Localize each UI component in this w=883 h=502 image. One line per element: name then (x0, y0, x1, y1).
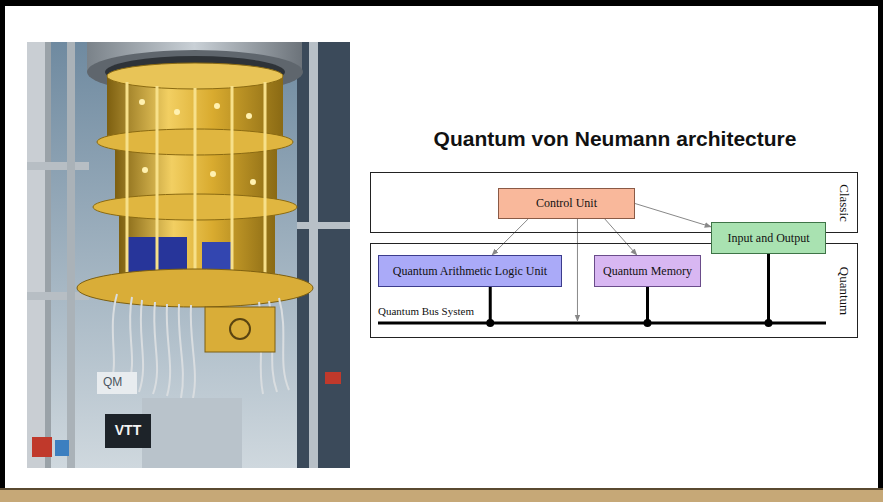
connector-dot (139, 99, 145, 105)
connector-dot (214, 103, 220, 109)
logo-ring (230, 319, 250, 339)
control-arrow (492, 219, 528, 255)
box-label: Quantum Memory (603, 264, 692, 279)
connector-dot (174, 109, 180, 115)
slide-title: Quantum von Neumann architecture (380, 127, 850, 151)
gold-rod (194, 88, 197, 294)
background-wall (297, 42, 350, 468)
cables (111, 294, 289, 398)
lab-light (325, 372, 341, 384)
cable (179, 304, 183, 398)
alu-box: Quantum Arithmetic Logic Unit (378, 255, 562, 287)
bus-label: Quantum Bus System (378, 305, 474, 317)
box-label: Input and Output (728, 231, 810, 246)
frame-bar (27, 292, 89, 300)
frame-bar (297, 222, 350, 229)
gold-box (205, 307, 275, 352)
box-label: Control Unit (536, 196, 597, 211)
band-label: Classic (836, 184, 852, 222)
frame-bar (309, 42, 318, 468)
quantum-computer-photo (27, 42, 350, 468)
vtt-board (105, 414, 151, 448)
frame-bar (27, 42, 45, 468)
connector-dot (142, 167, 148, 173)
connector-dot (250, 179, 256, 185)
frame-bar (27, 162, 89, 170)
band-label: Quantum (836, 266, 852, 314)
stand (142, 398, 242, 468)
gold-connectors (139, 99, 256, 185)
sign-text: QM (101, 375, 124, 389)
cable (153, 302, 157, 394)
cable (167, 304, 170, 396)
control-arrow (635, 204, 711, 227)
gold-rod (126, 82, 129, 287)
gold-rod (156, 86, 159, 292)
bus-junction (486, 319, 494, 327)
frame-bar (45, 42, 51, 468)
connector-dot (210, 171, 216, 177)
photo-background (27, 42, 350, 468)
lab-item (55, 440, 69, 456)
control-arrow (605, 219, 637, 255)
memory-box: Quantum Memory (594, 255, 701, 287)
control-arrow (577, 219, 578, 321)
bus-junction (765, 319, 773, 327)
gold-plate (107, 63, 283, 89)
sign-text: VTT (105, 422, 151, 438)
gold-rod (264, 82, 267, 287)
cable (191, 305, 195, 398)
frame-bar (67, 42, 75, 468)
cable (139, 300, 143, 392)
quantum-band: QuantumQuantum Arithmetic Logic UnitQuan… (370, 243, 858, 338)
gold-rods (127, 82, 265, 294)
box-label: Quantum Arithmetic Logic Unit (393, 264, 547, 279)
footer-strip (0, 490, 883, 502)
cable (111, 294, 117, 382)
io-box: Input and Output (711, 222, 826, 254)
bus-line (378, 322, 490, 325)
qm-board (97, 372, 137, 394)
bus-connector (490, 287, 647, 323)
bus-line (769, 322, 827, 325)
control-unit-box: Control Unit (498, 188, 635, 219)
lab-item (32, 437, 52, 457)
bus-junction (644, 319, 652, 327)
gold-plate (77, 269, 313, 307)
cable (279, 298, 289, 390)
cryostat-ring (105, 56, 285, 88)
connector-dot (246, 113, 252, 119)
gold-rod (231, 86, 234, 292)
